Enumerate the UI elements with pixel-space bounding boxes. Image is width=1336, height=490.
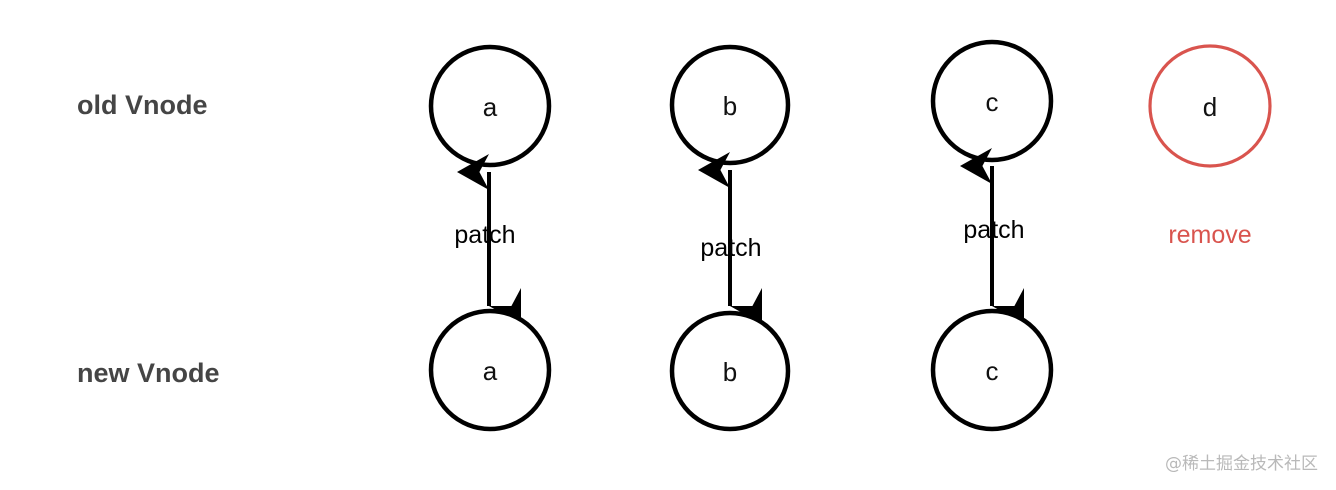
old-node-label-a: a — [483, 92, 498, 122]
new-node-circle-c[interactable] — [930, 308, 1054, 432]
patch-label-c: patch — [963, 216, 1024, 244]
old-node-label-d: d — [1203, 92, 1217, 122]
old-node-label-b: b — [723, 91, 737, 121]
new-node-circle-a[interactable] — [428, 308, 552, 432]
new-node-label-b: b — [723, 357, 737, 387]
new-node-label-a: a — [483, 356, 498, 386]
patch-label-b: patch — [700, 234, 761, 262]
old-node-circle-d-removed[interactable] — [1148, 44, 1272, 168]
new-node-label-c: c — [986, 356, 999, 386]
old-node-label-c: c — [986, 87, 999, 117]
new-node-circle-b[interactable] — [669, 310, 791, 432]
row-label-new-vnode: new Vnode — [77, 358, 220, 388]
node-column-d: d remove — [1148, 44, 1272, 249]
node-column-a: a patch a — [428, 44, 552, 432]
node-column-c: c patch c — [930, 39, 1054, 432]
node-column-b: b patch b — [669, 44, 791, 432]
row-label-old-vnode: old Vnode — [77, 90, 208, 120]
patch-label-a: patch — [454, 221, 515, 249]
remove-label-d: remove — [1168, 221, 1251, 249]
watermark-text: @稀土掘金技术社区 — [1165, 454, 1318, 474]
